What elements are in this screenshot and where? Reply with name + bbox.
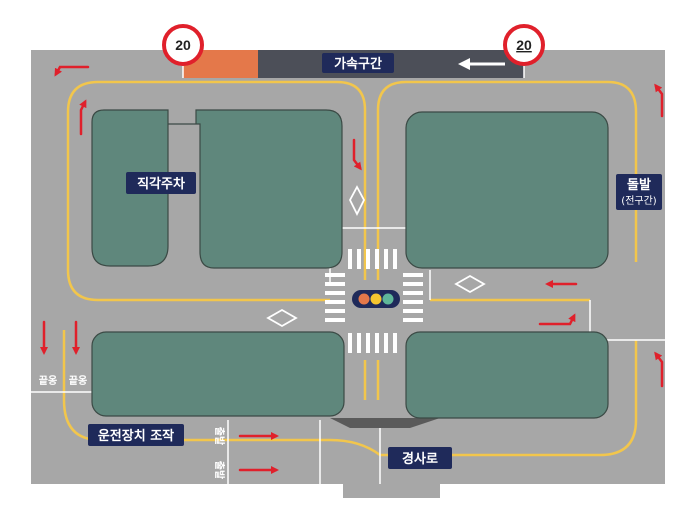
traffic-light-yellow (370, 293, 382, 305)
traffic-light-green (382, 293, 394, 305)
control-operation-label: 운전장치 조작 (88, 424, 184, 446)
slope-wedge (330, 418, 440, 428)
svg-text:직각주차: 직각주차 (137, 176, 185, 192)
lower-right-block (405, 331, 609, 419)
crosswalk-icon (325, 249, 423, 353)
direction-arrows (40, 65, 664, 474)
parking-block (91, 109, 343, 269)
diamond-marking-icon (266, 185, 486, 328)
svg-text:돌발: 돌발 (627, 177, 651, 193)
end-mark-left: 끝옹 (39, 375, 57, 387)
upper-right-block (405, 111, 609, 269)
lower-left-block (91, 331, 345, 417)
speed-limit-icon: 20 (503, 24, 545, 66)
svg-text:경사로: 경사로 (402, 451, 438, 467)
center-lines (62, 80, 638, 457)
right-speed-value: 20 (516, 37, 532, 53)
speed-limit-icon: 20 (162, 24, 204, 66)
svg-text:가속구간: 가속구간 (334, 56, 382, 72)
left-speed-value: 20 (175, 37, 191, 53)
end-mark-right: 끝옹 (69, 375, 87, 387)
svg-text:(전구간): (전구간) (621, 195, 657, 207)
start-mark-upper: 출발 (213, 427, 226, 446)
acceleration-section-label: 가속구간 (322, 53, 394, 73)
svg-text:운전장치 조작: 운전장치 조작 (98, 428, 174, 444)
start-mark-lower: 출발 (213, 461, 226, 480)
right-angle-parking-label: 직각주차 (126, 172, 196, 194)
traffic-light-red (358, 293, 370, 305)
slope-label: 경사로 (388, 447, 452, 469)
sudden-stop-label: 돌발 (전구간) (616, 174, 662, 210)
